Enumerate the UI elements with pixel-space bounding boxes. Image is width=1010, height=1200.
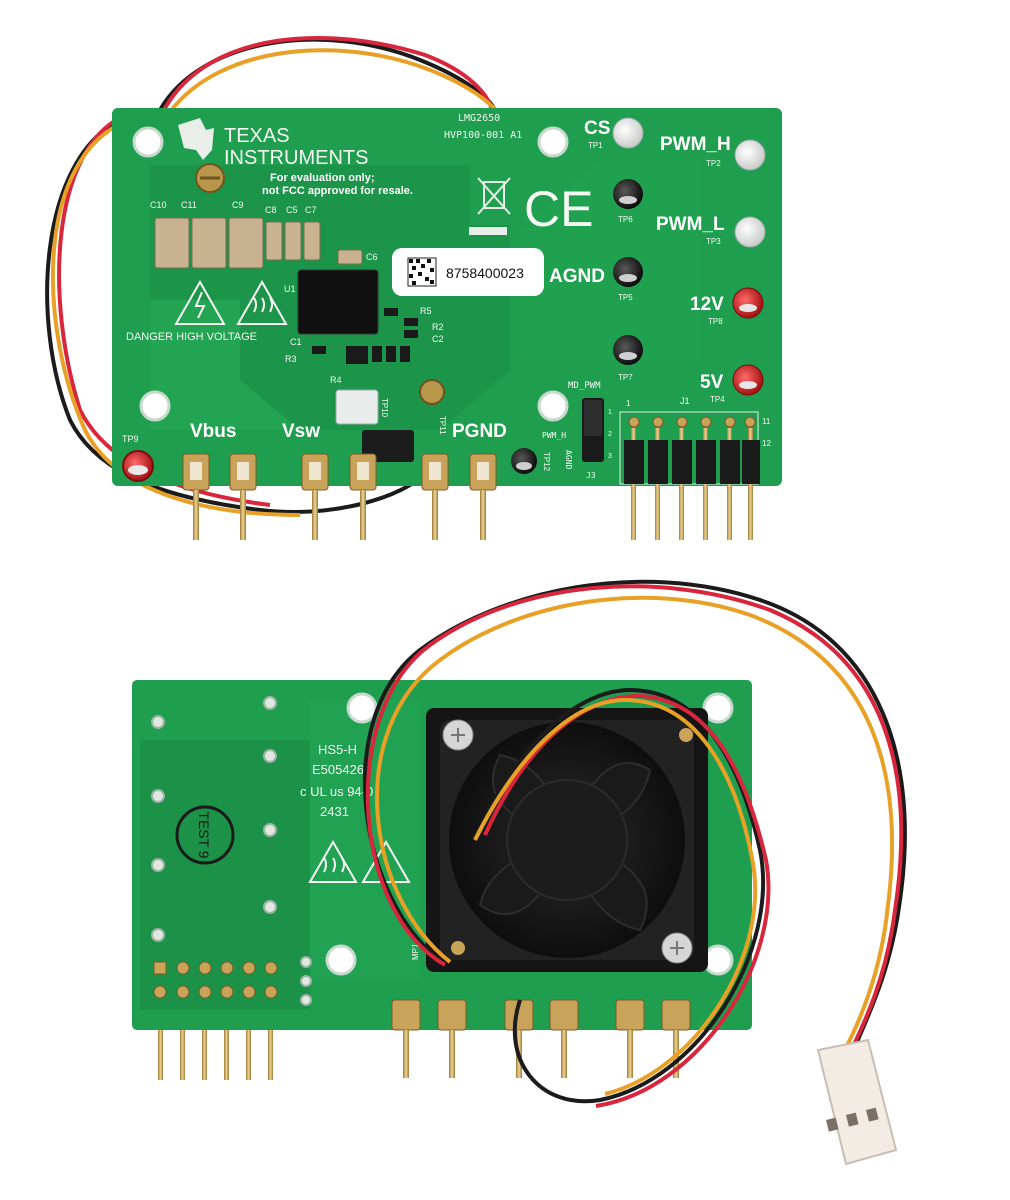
jumper-j3[interactable] [582,398,604,462]
jumper-pin1: 1 [608,409,612,416]
marking-line2: E505426 [312,762,364,777]
terminal-label-vbus: Vbus [190,421,236,442]
label-c10: C10 [150,200,167,210]
label-tp3: TP3 [706,237,721,246]
marking-line1: HS5-H [318,742,357,757]
label-tp8: TP8 [708,317,723,326]
tp4-name: 5V [700,372,724,393]
ti-logo: TEXAS INSTRUMENTS [178,118,368,169]
header-pin1: 1 [626,399,631,408]
fan-screw-icon [442,719,693,964]
logo-text-line1: TEXAS [224,125,290,147]
label-r3: R3 [285,354,297,364]
test-point-tp4[interactable] [732,364,764,396]
fan-connector [816,1038,898,1166]
notice-line1: For evaluation only; [270,172,375,184]
header-j1[interactable] [619,411,760,540]
main-ic: U1 [284,269,379,335]
label-j3: J3 [586,471,596,480]
bottom-mounting-holes [325,692,734,976]
label-tp4: TP4 [710,395,725,404]
marking-line3: c UL us 94-0 [300,784,373,799]
screw-icon [195,163,225,193]
tp3-name: PWM_L [656,214,725,235]
serial-number: 8758400023 [446,265,524,281]
label-tp9: TP9 [122,434,139,444]
bottom-header-pins [158,1030,273,1080]
part-number: LMG2650 [458,113,500,124]
label-r2: R2 [432,322,444,332]
fan-cable [363,579,907,1108]
notice-line2: not FCC approved for resale. [262,185,413,197]
ce-mark-icon: CE [524,181,593,237]
weee-bin-icon [469,177,511,235]
tp1-name: CS [584,118,610,139]
label-c5: C5 [286,205,298,215]
label-c9: C9 [232,200,244,210]
jumper-mode-label: MD_PWM [568,381,601,391]
label-c8: C8 [265,205,277,215]
power-terminals [182,453,497,540]
test-stamp: TEST 9 [175,805,235,865]
marking-line4: 2431 [320,804,349,819]
label-tp6: TP6 [618,215,633,224]
label-tp10: TP10 [380,398,389,418]
label-tp2: TP2 [706,159,721,168]
label-tp11: TP11 [438,416,447,435]
top-board: TEXAS INSTRUMENTS LMG2650 HVP100-001 A1 … [45,36,782,540]
jumper-agnd-label: AGND [564,450,573,469]
tp2-name: PWM_H [660,134,731,155]
terminal-label-vsw: Vsw [282,421,320,442]
test-point-tp3[interactable] [734,216,766,248]
top-mounting-holes [132,126,569,422]
test-point-tp6[interactable] [613,179,643,209]
tp8-name: 12V [690,294,724,315]
test-point-tp7[interactable] [613,335,643,365]
test-point-tp9[interactable] [122,450,154,482]
jumper-pin3: 3 [608,453,612,460]
bottom-vias [151,696,312,1006]
jumper-pin2: 2 [608,431,612,438]
label-u1: U1 [284,284,296,294]
label-j1: J1 [680,396,690,406]
label-c11: C11 [181,200,197,210]
jumper-pwm-h-label: PWM_H [542,431,566,440]
label-c6: C6 [366,252,378,262]
label-c1: C1 [290,337,302,347]
small-passives [312,308,418,364]
stamp-text: TEST 9 [196,811,212,858]
capacitor-bank: C10 C11 C9 C8 C5 C7 C6 [150,200,378,269]
label-r4: R4 [330,375,342,385]
label-r5: R5 [420,306,432,316]
hot-surface-warning-icon [236,279,288,325]
label-tp5: TP5 [618,293,633,302]
label-tp7: TP7 [618,373,633,382]
test-point-tp1[interactable] [612,117,644,149]
label-c7: C7 [305,205,317,215]
test-point-tp12[interactable] [511,448,537,474]
label-mp1: MP1 [411,943,420,960]
label-tp1: TP1 [588,141,603,150]
terminal-label-pgnd: PGND [452,421,507,442]
bottom-board: TEST 9 HS5-H E505426 c UL us 94-0 2431 [132,579,907,1166]
revision-label: HVP100-001 A1 [444,130,522,141]
serial-sticker: 8758400023 [392,248,544,296]
test-point-tp2[interactable] [734,139,766,171]
logo-text-line2: INSTRUMENTS [224,147,368,169]
bottom-header-pads [153,961,278,999]
cooling-fan [426,708,708,972]
test-point-tp8[interactable] [732,287,764,319]
test-point-tp5[interactable] [613,257,643,287]
label-tp12: TP12 [542,452,551,472]
fan-hub [506,779,628,901]
high-voltage-warning-icon [174,279,226,325]
header-pin12: 12 [762,439,771,448]
header-pin11: 11 [762,417,771,426]
label-c2: C2 [432,334,444,344]
danger-label: DANGER HIGH VOLTAGE [126,331,257,343]
tp5-name: AGND [549,266,605,287]
